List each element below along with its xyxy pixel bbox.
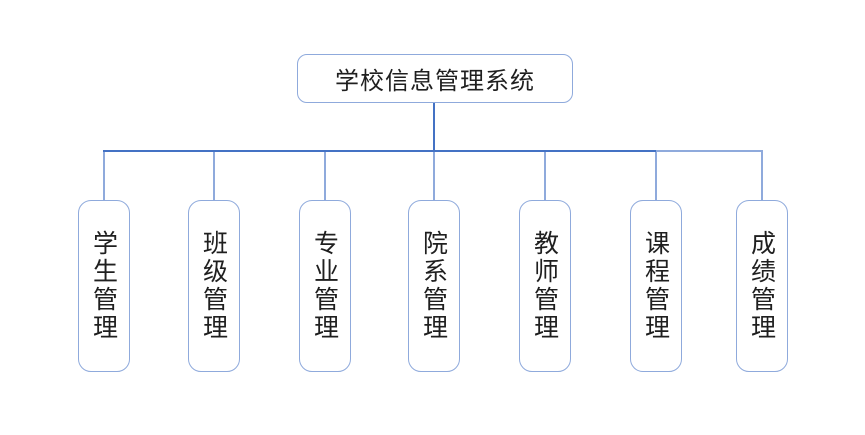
child-node-label: 专业管理 bbox=[310, 230, 340, 342]
bus-connector-right-segment bbox=[656, 150, 763, 152]
bus-connector bbox=[103, 150, 656, 152]
drop-connector-student bbox=[103, 152, 105, 200]
child-node-label: 班级管理 bbox=[199, 230, 229, 342]
child-node-label: 成绩管理 bbox=[747, 230, 777, 342]
child-node-label: 课程管理 bbox=[641, 230, 671, 342]
child-node-student-management: 学生管理 bbox=[78, 200, 130, 372]
drop-connector-course bbox=[655, 152, 657, 200]
root-node-label: 学校信息管理系统 bbox=[335, 67, 535, 95]
root-stem-connector bbox=[433, 103, 435, 151]
child-node-class-management: 班级管理 bbox=[188, 200, 240, 372]
child-node-department-management: 院系管理 bbox=[408, 200, 460, 372]
drop-connector-grade bbox=[761, 152, 763, 200]
drop-connector-teacher bbox=[544, 152, 546, 200]
child-node-grade-management: 成绩管理 bbox=[736, 200, 788, 372]
child-node-label: 院系管理 bbox=[419, 230, 449, 342]
child-node-label: 学生管理 bbox=[89, 230, 119, 342]
drop-connector-department bbox=[433, 152, 435, 200]
child-node-label: 教师管理 bbox=[530, 230, 560, 342]
child-node-course-management: 课程管理 bbox=[630, 200, 682, 372]
child-node-major-management: 专业管理 bbox=[299, 200, 351, 372]
drop-connector-major bbox=[324, 152, 326, 200]
drop-connector-class bbox=[213, 152, 215, 200]
child-node-teacher-management: 教师管理 bbox=[519, 200, 571, 372]
root-node-school-info-system: 学校信息管理系统 bbox=[297, 54, 573, 103]
